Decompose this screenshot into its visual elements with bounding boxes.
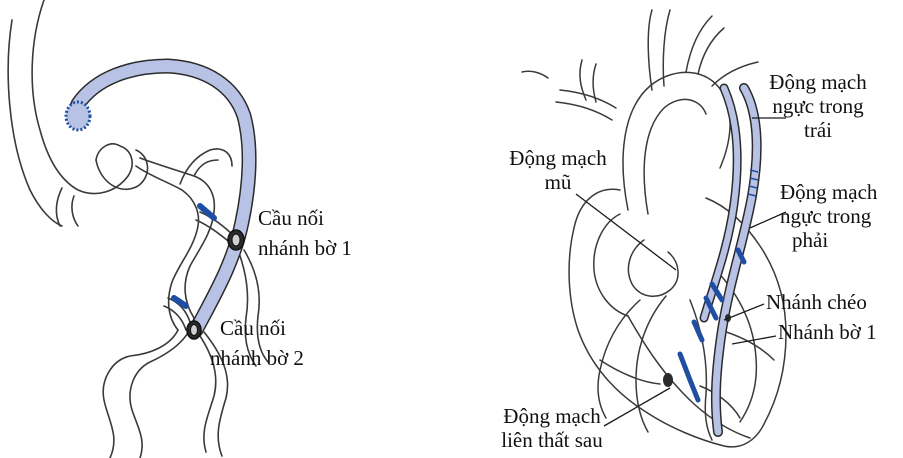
right-grafts <box>663 88 758 432</box>
vein-graft-fill <box>78 66 249 330</box>
label-circumflex-line2: mũ <box>494 170 622 194</box>
anastomosis-om2-inner <box>191 325 198 336</box>
left-graft <box>66 66 249 339</box>
label-lima-line2: ngực trong <box>758 94 878 118</box>
vessel-cross-om1-b <box>196 220 232 244</box>
label-bypass-om2: Cầu nối nhánh bờ 2 <box>210 316 304 370</box>
aortic-arch <box>623 72 730 210</box>
native-segment-om2 <box>174 298 186 306</box>
branch-vessel-left <box>556 90 616 120</box>
label-pda-line1: Động mạch <box>486 404 618 428</box>
vessel-branch-left-long-2 <box>130 318 194 458</box>
coronary-branch-6 <box>720 330 774 360</box>
label-lima-line1: Động mạch <box>758 70 878 94</box>
label-rima-line3: phải <box>780 228 877 252</box>
vessel-stub <box>56 188 78 226</box>
coronary-branch-5 <box>600 360 660 384</box>
vessel-branch-left-main <box>136 166 198 330</box>
label-pda: Động mạch liên thất sau <box>486 404 618 452</box>
branch-vessel-2 <box>686 16 712 72</box>
anastomosis-pda <box>663 373 673 387</box>
label-bypass-om1: Cầu nối nhánh bờ 1 <box>258 206 352 260</box>
label-lima-line3: trái <box>758 118 878 142</box>
label-circumflex-line1: Động mạch <box>494 146 622 170</box>
label-bypass-om2-line1: Cầu nối <box>210 316 304 340</box>
branch-vessel-2b <box>698 28 724 74</box>
coronary-branch-2 <box>598 300 640 418</box>
label-rima-line1: Động mạch <box>780 180 877 204</box>
left-atrial-appendage <box>628 240 678 296</box>
label-lima: Động mạch ngực trong trái <box>758 70 878 142</box>
label-rima: Động mạch ngực trong phải <box>780 180 877 252</box>
coronary-branch-1 <box>636 296 666 432</box>
branch-vessel-left-3 <box>522 71 548 78</box>
label-diagonal: Nhánh chéo <box>766 290 867 314</box>
label-bypass-om1-line1: Cầu nối <box>258 206 352 230</box>
aortic-anastomosis <box>66 102 90 130</box>
aortic-arch-inner <box>644 99 706 214</box>
label-bypass-om2-line2: nhánh bờ 2 <box>210 346 304 370</box>
leader-circumflex <box>576 194 676 270</box>
label-bypass-om1-line2: nhánh bờ 1 <box>258 236 352 260</box>
label-rima-line2: ngực trong <box>780 204 877 228</box>
branch-vessel-3 <box>712 62 758 86</box>
label-om1: Nhánh bờ 1 <box>778 320 877 344</box>
label-circumflex: Động mạch mũ <box>494 146 622 194</box>
branch-vessel-1 <box>648 10 652 90</box>
aorta-outline-inner <box>8 20 62 226</box>
vessel-branch-left-long <box>103 330 178 458</box>
label-pda-line2: liên thất sau <box>486 428 618 452</box>
vessel-branch-upper <box>180 149 232 184</box>
vessel-branch-left-main-2 <box>140 158 214 318</box>
anastomosis-om1-inner <box>232 234 240 246</box>
